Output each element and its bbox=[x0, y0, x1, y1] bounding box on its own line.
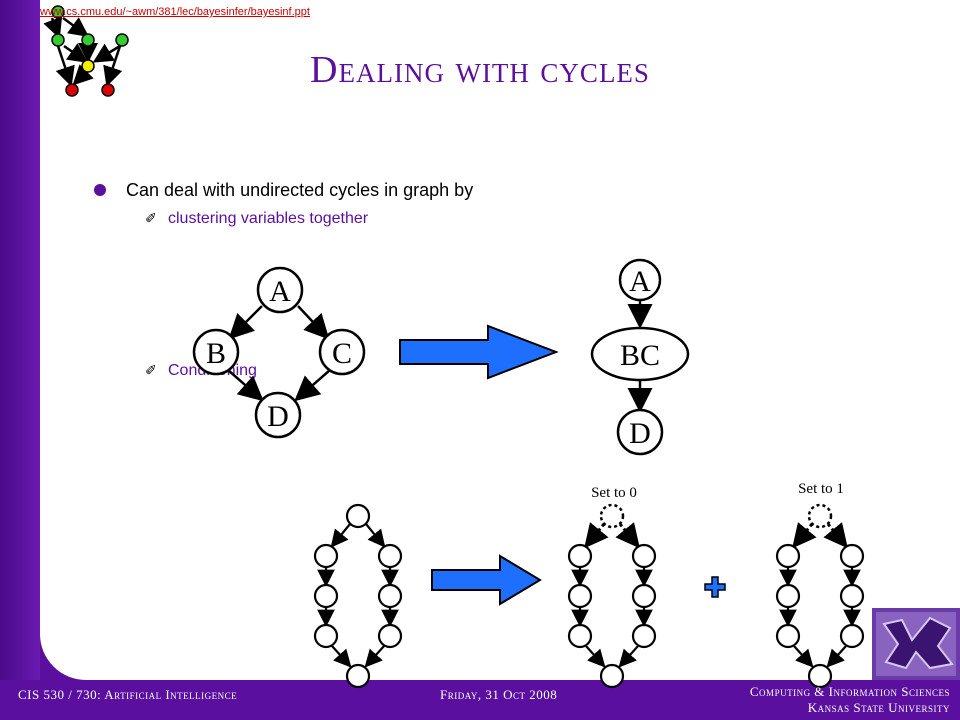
node-d bbox=[254, 391, 302, 439]
cycle-node bbox=[775, 543, 801, 569]
node-a-right-label: A bbox=[629, 265, 651, 298]
cycle-node bbox=[775, 623, 801, 649]
node-d-right bbox=[616, 408, 664, 456]
cycle-edge bbox=[365, 523, 386, 548]
cycle-node bbox=[567, 543, 593, 569]
cycle-edge bbox=[330, 523, 351, 548]
footer-bar bbox=[0, 680, 960, 720]
set-to-0-label: Set to 0 bbox=[591, 485, 637, 501]
cycle-node bbox=[631, 583, 657, 609]
cycle-node bbox=[345, 663, 371, 689]
node-a bbox=[256, 266, 304, 314]
sub-item-clustering: clustering variables together bbox=[168, 210, 369, 227]
cycle-edge bbox=[364, 645, 385, 668]
footer-course: CIS 530 / 730: Artificial Intelligence bbox=[18, 687, 238, 702]
cycle-node bbox=[599, 663, 625, 689]
footer-university: Kansas State University bbox=[807, 700, 950, 715]
cycle-node bbox=[775, 583, 801, 609]
node-a-label: A bbox=[269, 275, 291, 308]
cycle-node bbox=[631, 623, 657, 649]
cycle-edge bbox=[584, 522, 609, 549]
node-b-label: B bbox=[206, 337, 226, 370]
cycle-node bbox=[567, 583, 593, 609]
cycle-edge bbox=[618, 645, 639, 668]
transform-arrow-icon bbox=[399, 324, 559, 380]
node-a-right bbox=[618, 258, 662, 302]
cycle-edge bbox=[823, 522, 848, 549]
cycle-edge bbox=[331, 645, 352, 668]
cycle-node bbox=[345, 503, 371, 529]
node-d-label: D bbox=[267, 400, 289, 433]
set-to-1-label: Set to 1 bbox=[798, 481, 844, 497]
cycle-node bbox=[839, 583, 865, 609]
cycle-edge bbox=[793, 645, 814, 668]
cycle-node bbox=[377, 543, 403, 569]
condition-arrow-icon bbox=[431, 554, 542, 606]
node-c bbox=[318, 328, 366, 376]
cycle-edge bbox=[792, 522, 817, 549]
node-d-right-label: D bbox=[629, 417, 651, 450]
source-link[interactable]: www.cs.cmu.edu/~awm/381/lec/bayesinfer/b… bbox=[40, 6, 310, 18]
cycle-edge bbox=[615, 522, 640, 549]
node-bc-label: BC bbox=[620, 339, 660, 372]
cycle-node bbox=[313, 543, 339, 569]
left-band bbox=[0, 0, 40, 720]
node-c-label: C bbox=[332, 337, 352, 370]
cycle-node bbox=[377, 583, 403, 609]
cycle-node bbox=[807, 663, 833, 689]
cycle-edge bbox=[585, 645, 606, 668]
cycle-node bbox=[313, 583, 339, 609]
conditioned-node bbox=[807, 503, 833, 529]
cycle-node bbox=[839, 623, 865, 649]
conditioned-node bbox=[599, 503, 625, 529]
bullet-dot bbox=[94, 184, 106, 196]
cycle-node bbox=[839, 543, 865, 569]
cycle-edge bbox=[826, 645, 847, 668]
footer-date: Friday, 31 Oct 2008 bbox=[440, 687, 558, 702]
bullet-text: Can deal with undirected cycles in graph… bbox=[126, 180, 474, 200]
footer-dept: Computing & Information Sciences bbox=[749, 684, 950, 699]
node-b bbox=[192, 328, 240, 376]
cycle-node bbox=[631, 543, 657, 569]
pen-icon: ✐ bbox=[145, 362, 157, 378]
cycle-node bbox=[313, 623, 339, 649]
pen-icon: ✐ bbox=[145, 210, 157, 226]
cycle-node bbox=[567, 623, 593, 649]
node-bc bbox=[590, 326, 690, 382]
cycle-node bbox=[377, 623, 403, 649]
plus-icon bbox=[704, 576, 726, 598]
slide-title: Dealing with cycles bbox=[310, 49, 650, 91]
